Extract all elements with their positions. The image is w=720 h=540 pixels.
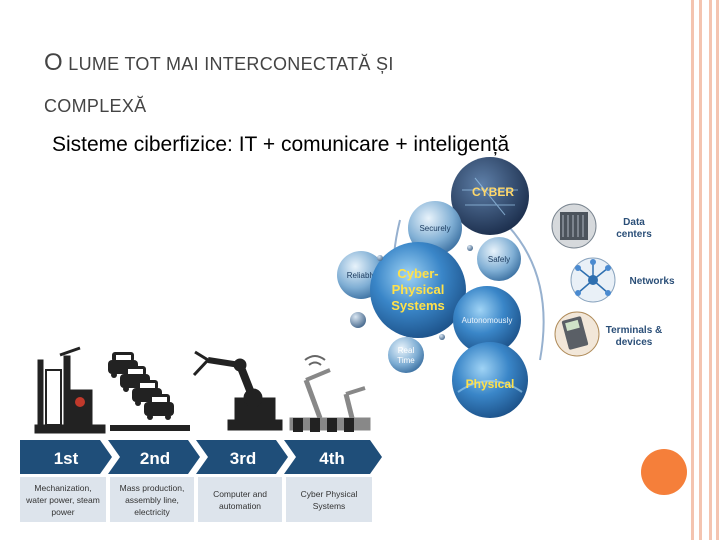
realtime-label-1: Real <box>398 346 415 355</box>
safely-sphere: Safely <box>477 237 521 281</box>
assembly-cars-icon <box>108 352 190 431</box>
datacenters-label-1: Data <box>623 217 645 228</box>
stage-2-desc-2: assembly line, <box>125 495 179 505</box>
datacenters-label-2: centers <box>616 229 652 240</box>
networks-label: Networks <box>629 276 674 287</box>
stage-2-label: 2nd <box>140 449 170 468</box>
terminals-label-2: devices <box>616 337 653 348</box>
physical-label: Physical <box>466 377 515 391</box>
stage-4-desc-1: Cyber Physical <box>301 489 358 499</box>
reliably-label: Reliably <box>347 271 375 280</box>
cps-center-line2: Physical <box>392 282 445 297</box>
datacenter-icon <box>552 204 596 248</box>
terminal-icon <box>555 312 599 356</box>
stage-1-desc-3: power <box>51 507 74 517</box>
stage-1-desc-1: Mechanization, <box>34 483 91 493</box>
realtime-label-2: Time <box>397 356 415 365</box>
autonomously-label: Autonomously <box>462 316 513 325</box>
cyber-label: CYBER <box>472 185 514 199</box>
safely-label: Safely <box>488 255 510 264</box>
stage-1-desc-2: water power, steam <box>25 495 100 505</box>
cps-center-sphere: Cyber- Physical Systems <box>370 242 466 338</box>
stage-4-label: 4th <box>319 449 345 468</box>
smart-robots-icon <box>290 356 370 432</box>
stage-2-desc-3: electricity <box>134 507 170 517</box>
stage-4-desc-2: Systems <box>313 501 346 511</box>
stage-2-desc-1: Mass production, <box>120 483 185 493</box>
robot-arm-icon <box>194 352 282 430</box>
physical-sphere: Physical <box>452 342 528 418</box>
decorative-orange-circle <box>641 449 687 495</box>
realtime-sphere: Real Time <box>388 337 424 373</box>
terminals-label-1: Terminals & <box>606 325 663 336</box>
stage-3-desc-2: automation <box>219 501 261 511</box>
securely-label: Securely <box>419 224 450 233</box>
stage-3-desc-1: Computer and <box>213 489 267 499</box>
cps-center-line1: Cyber- <box>397 266 438 281</box>
stage-1-label: 1st <box>54 449 79 468</box>
cyber-sphere: CYBER <box>451 157 529 235</box>
stage-3-label: 3rd <box>230 449 256 468</box>
steam-engine-icon <box>35 348 105 433</box>
cps-center-line3: Systems <box>391 298 444 313</box>
network-icon <box>571 258 615 302</box>
